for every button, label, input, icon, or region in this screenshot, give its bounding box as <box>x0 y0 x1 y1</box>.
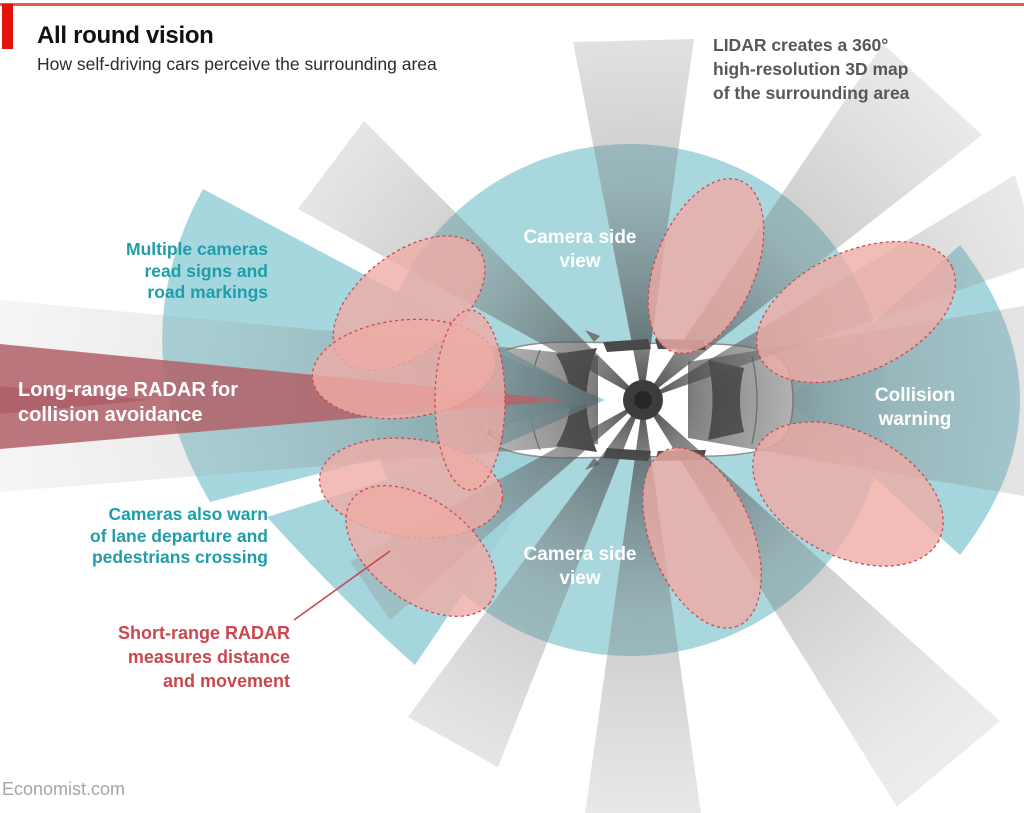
source-credit: Economist.com <box>2 779 126 799</box>
camera-side-view-line: Camera side <box>523 544 637 565</box>
radar-lobe <box>345 484 497 618</box>
radar-lobe <box>642 447 762 629</box>
lidar-beam-up <box>573 39 694 400</box>
short-range-callout-line <box>293 550 391 621</box>
lidar-annotation-line: of the surrounding area <box>713 83 910 103</box>
camera-side-view-top-label: Camera side view <box>500 226 660 274</box>
long-range-radar-core <box>0 386 150 414</box>
collision-warning-line: Collision <box>874 385 956 406</box>
multiple-cameras-line: road markings <box>147 282 268 302</box>
radar-lobe <box>647 178 765 354</box>
top-rule <box>0 3 1024 6</box>
radar-lobe <box>755 240 957 384</box>
camera-side-view-line: view <box>559 251 601 272</box>
short-range-radar-line: Short-range RADAR <box>117 623 290 643</box>
multiple-cameras-line: Multiple cameras <box>126 239 268 259</box>
cameras-warn-line: pedestrians crossing <box>91 547 268 567</box>
camera-side-view-line: Camera side <box>523 227 637 248</box>
lidar-annotation: LIDAR creates a 360° high-resolution 3D … <box>713 33 909 105</box>
page-subtitle: How self-driving cars perceive the surro… <box>37 54 437 74</box>
collision-warning-line: warning <box>878 409 952 430</box>
red-kicker-block <box>2 4 13 49</box>
lidar-beam-down <box>585 400 701 813</box>
page-title: All round vision <box>37 22 214 49</box>
long-range-radar-annotation: Long-range RADAR for collision avoidance <box>18 378 238 428</box>
multiple-cameras-annotation: Multiple cameras read signs and road mar… <box>8 239 268 304</box>
cameras-warn-line: of lane departure and <box>90 525 268 546</box>
lidar-annotation-line: LIDAR creates a 360° <box>713 35 889 55</box>
multiple-cameras-line: read signs and <box>144 260 268 281</box>
cameras-warn-annotation: Cameras also warn of lane departure and … <box>0 504 268 569</box>
short-range-radar-line: measures distance <box>127 647 290 667</box>
long-range-radar-line: collision avoidance <box>18 404 203 426</box>
lidar-annotation-line: high-resolution 3D map <box>713 59 909 79</box>
short-range-radar-annotation: Short-range RADAR measures distance and … <box>10 621 290 693</box>
collision-warning-label: Collision warning <box>855 384 975 432</box>
short-range-radar-lobes <box>311 178 957 629</box>
car-mirror <box>585 330 600 342</box>
camera-side-view-bottom-label: Camera side view <box>500 543 660 591</box>
lidar-beam-down-left <box>408 400 643 767</box>
long-range-radar-line: Long-range RADAR for <box>18 379 238 401</box>
camera-side-view-line: view <box>559 568 601 589</box>
radar-lobe <box>434 309 506 491</box>
radar-lobe <box>752 421 944 567</box>
long-range-radar-beam <box>0 344 568 449</box>
car-mirror <box>585 458 600 470</box>
short-range-radar-line: and movement <box>162 671 290 691</box>
lidar-sensor-hub <box>634 391 652 409</box>
cameras-warn-line: Cameras also warn <box>108 504 268 524</box>
